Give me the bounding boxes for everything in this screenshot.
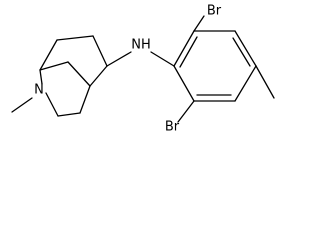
bond-ar6-br (177, 100, 195, 123)
bond-c1-c2 (39, 39, 58, 71)
bond-ar6-ar1 (173, 65, 195, 102)
atom-label-br-top: Br (207, 4, 222, 19)
bond-nh-aryl (150, 51, 175, 67)
bond-c1-c8 (39, 61, 69, 71)
bond-n-methyl (11, 97, 33, 113)
bond-c5-c6 (79, 85, 91, 114)
atom-label-br-bottom: Br (165, 120, 180, 135)
bond-n-c1 (39, 69, 43, 85)
bond-c4-nh (106, 51, 132, 67)
bond-c8-c5 (67, 61, 91, 87)
bond-c6-c7 (57, 112, 81, 117)
molecule-structure: NH N Br Br (11, 4, 275, 135)
bond-ar1-ar2-inner (179, 36, 198, 68)
bond-c7-n (45, 92, 59, 117)
bond-ar4-methyl (255, 65, 275, 99)
bond-ar2-br (193, 15, 205, 32)
bond-c4-c5 (89, 65, 108, 87)
bond-c2-c3 (56, 35, 94, 41)
bond-ar3-ar4 (234, 30, 257, 67)
bond-ar4-ar5 (234, 65, 257, 102)
bond-ar1-ar2 (173, 30, 195, 67)
atom-label-ring-n: N (34, 83, 44, 98)
bond-ar3-ar4-inner (232, 37, 251, 67)
bond-c3-c4 (92, 35, 108, 67)
atom-label-nh: NH (131, 38, 151, 53)
aryl-ring-bonds (150, 15, 275, 123)
bicyclic-ring-bonds (11, 35, 132, 117)
